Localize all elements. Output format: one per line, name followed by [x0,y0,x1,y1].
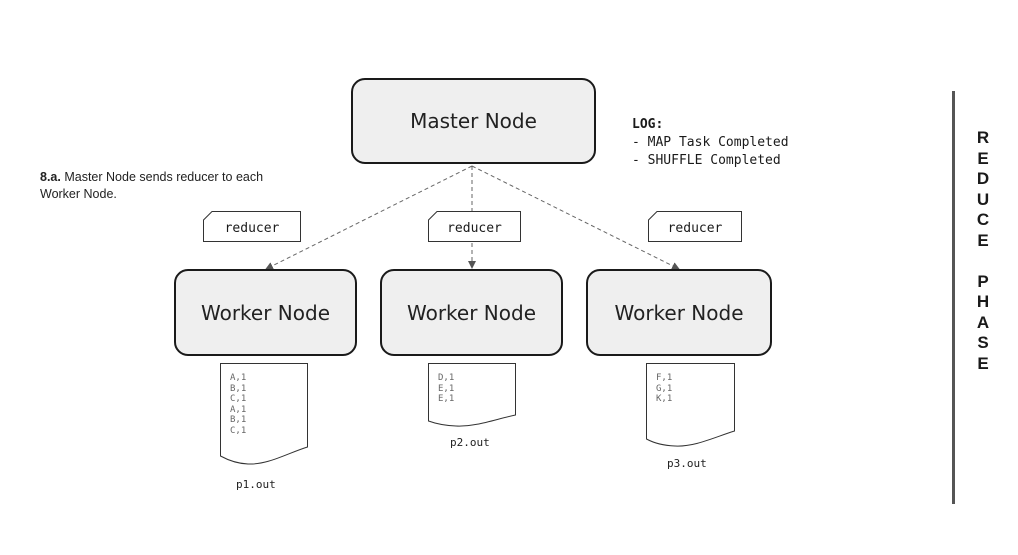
reducer-tag-3: reducer [648,211,742,242]
worker-node-label: Worker Node [406,300,536,325]
log-title: LOG: [632,117,664,132]
log-entry: - MAP Task Completed [632,135,789,150]
log-panel: LOG: - MAP Task Completed - SHUFFLE Comple… [632,116,789,170]
phase-letter: E [977,353,989,373]
phase-letter: S [977,333,989,352]
reducer-tag-label: reducer [224,220,280,236]
document-icon [428,363,516,427]
file-name-p3: p3.out [667,457,707,470]
worker-node-2: Worker Node [380,269,563,356]
log-entry: - SHUFFLE Completed [632,153,781,168]
reducer-tag-label: reducer [667,220,723,236]
worker-node-label: Worker Node [614,300,744,325]
vertical-divider [952,91,955,504]
tag-shape-icon [648,211,742,242]
phase-letter: A [976,312,990,332]
worker-node-label: Worker Node [200,300,330,325]
tag-shape-icon [428,211,521,242]
step-note: 8.a. Master Node sends reducer to each W… [40,169,305,203]
edge-master-worker1 [265,165,473,270]
phase-letter: E [977,148,989,168]
phase-letter: H [976,292,990,311]
tag-shape-icon [203,211,301,242]
phase-letter: C [976,210,990,229]
step-description: Master Node sends reducer to each Worker… [40,170,264,201]
phase-letter: D [976,169,990,188]
reducer-tag-2: reducer [428,211,521,242]
master-node-label: Master Node [410,109,537,133]
phase-letter: P [977,271,989,291]
master-node: Master Node [351,78,596,164]
document-icon [220,363,308,465]
reducer-tag-1: reducer [203,211,301,242]
phase-letter: E [977,230,989,250]
reducer-tag-label: reducer [447,220,502,236]
worker-node-1: Worker Node [174,269,357,356]
step-number: 8.a. [40,170,61,184]
worker-node-3: Worker Node [586,269,772,356]
phase-letter: R [976,128,990,147]
phase-letter: U [976,189,990,209]
file-name-p2: p2.out [450,436,490,449]
file-name-p1: p1.out [236,478,276,491]
edge-master-worker3 [471,165,680,270]
document-icon [646,363,735,447]
phase-letter [981,251,986,272]
